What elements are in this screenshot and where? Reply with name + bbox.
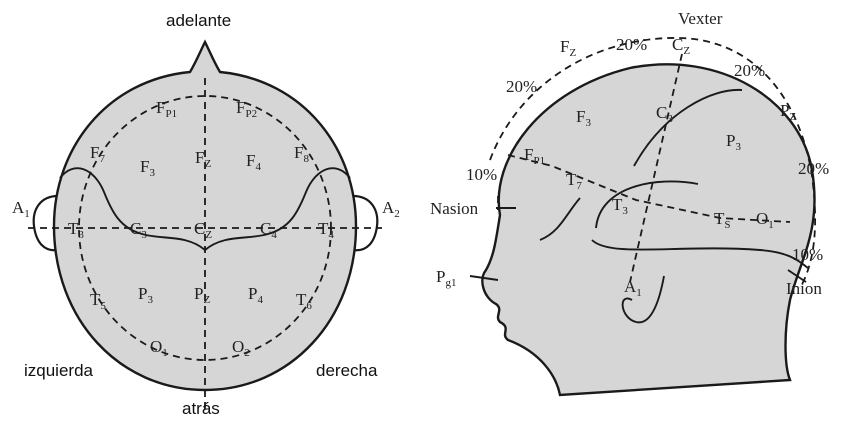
electrode-side-pz: PZ <box>780 101 796 123</box>
percent-o1-inion: 10% <box>792 245 823 264</box>
electrode-side-fz: FZ <box>560 37 576 59</box>
vertex-label: Vexter <box>678 9 723 28</box>
percent-cz-pz: 20% <box>734 61 765 80</box>
percent-pz-o1: 20% <box>798 159 829 178</box>
electrode-top-a1: A1 <box>12 198 30 220</box>
head-outline-side <box>482 64 814 395</box>
percent-nasion-fp1: 10% <box>466 165 497 184</box>
direction-back-label: atrás <box>182 399 220 418</box>
electrode-side-pg1: Pg1 <box>436 267 456 289</box>
electrode-top-a2: A2 <box>382 198 400 220</box>
nasion-label: Nasion <box>430 199 479 218</box>
direction-front-label: adelante <box>166 11 231 30</box>
direction-left-label: izquierda <box>24 361 94 380</box>
inion-label: Inion <box>786 279 822 298</box>
direction-right-label: derecha <box>316 361 378 380</box>
percent-fz-cz: 20% <box>616 35 647 54</box>
electrode-side-cz: CZ <box>672 35 690 57</box>
percent-fp1-f3: 20% <box>506 77 537 96</box>
